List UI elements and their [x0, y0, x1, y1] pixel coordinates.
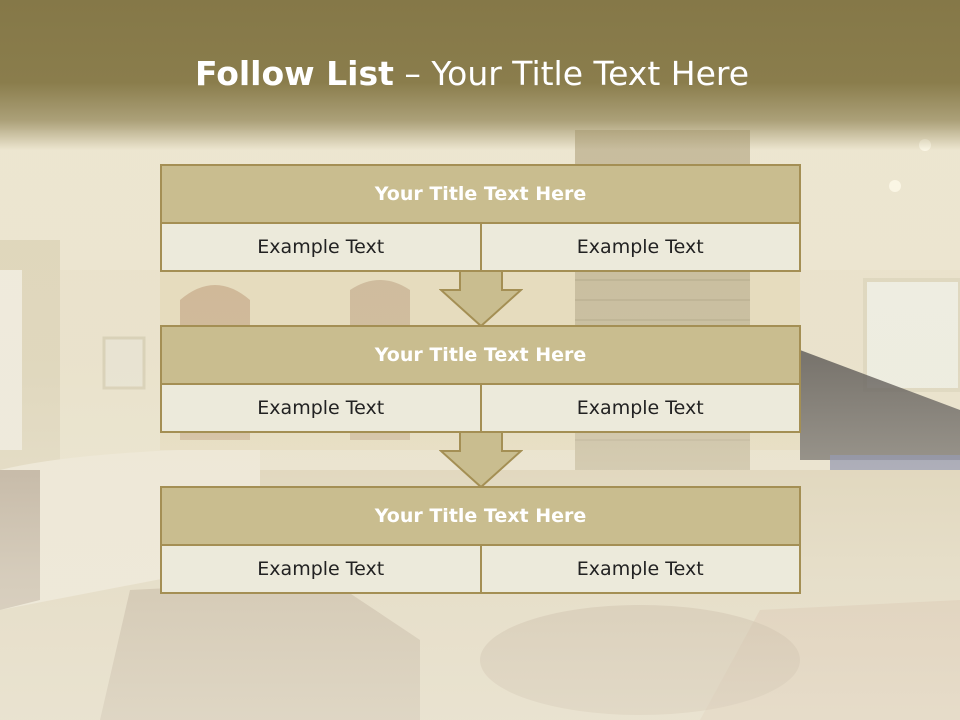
list-box-cell-left: Example Text [257, 558, 385, 580]
list-box-title: Your Title Text Here [162, 327, 799, 385]
list-box-cell-left: Example Text [257, 397, 385, 419]
title-rest-part: – Your Title Text Here [393, 54, 750, 93]
list-box-cell-right: Example Text [479, 224, 800, 270]
list-box-cell-right: Example Text [479, 385, 800, 431]
title-bold-part: Follow List [194, 54, 394, 93]
title-band [0, 0, 960, 150]
down-arrow-icon [439, 431, 523, 489]
list-box-1: Your Title Text Here Example Text Exampl… [160, 164, 801, 272]
list-box-cell-left: Example Text [257, 236, 385, 258]
list-box-cell-right: Example Text [479, 546, 800, 592]
down-arrow-icon [439, 270, 523, 328]
list-box-2: Your Title Text Here Example Text Exampl… [160, 325, 801, 433]
slide-title: Follow List – Your Title Text Here [0, 54, 944, 93]
list-box-3: Your Title Text Here Example Text Exampl… [160, 486, 801, 594]
list-box-title: Your Title Text Here [162, 166, 799, 224]
list-box-title: Your Title Text Here [162, 488, 799, 546]
